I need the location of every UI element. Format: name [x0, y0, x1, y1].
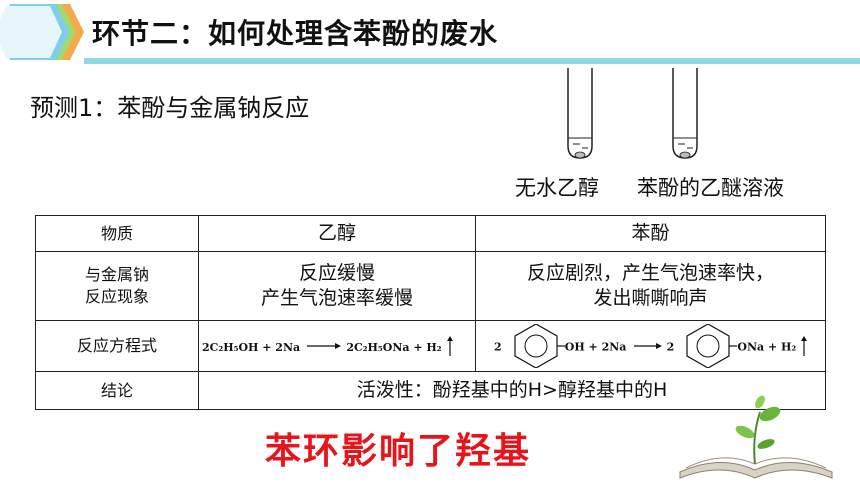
conclusion-text: 活泼性：酚羟基中的H>醇羟基中的H — [198, 371, 826, 410]
coefficient: 2 — [666, 340, 675, 354]
equation-right: 2C₂H₅ONa + H₂ — [346, 340, 442, 354]
title-bar: 环节二：如何处理含苯酚的废水 — [0, 0, 860, 64]
table-header-row: 物质 乙醇 苯酚 — [35, 215, 826, 252]
gas-arrow-icon — [446, 336, 453, 357]
phenol-equation: 2 OH + 2Na 2 ONa + H₂ — [475, 320, 826, 372]
row-label-equation: 反应方程式 — [35, 320, 199, 372]
header-substance: 物质 — [35, 215, 199, 252]
equation-left: 2C₂H₅OH + 2Na — [202, 340, 301, 354]
tube-label-phenol: 苯酚的乙醚溶液 — [637, 176, 784, 200]
ethanol-phenomenon: 反应缓慢 产生气泡速率缓慢 — [198, 251, 476, 321]
page-title: 环节二：如何处理含苯酚的废水 — [92, 17, 499, 50]
label-line: 与金属钠 — [84, 265, 149, 284]
reaction-arrow-icon — [633, 343, 662, 349]
equation-right: ONa + H₂ — [737, 340, 797, 354]
row-label-conclusion: 结论 — [35, 371, 199, 410]
ethanol-equation: 2C₂H₅OH + 2Na 2C₂H₅ONa + H₂ — [198, 320, 476, 372]
coefficient: 2 — [494, 340, 502, 354]
test-tube-ethanol-icon — [567, 68, 593, 159]
reaction-arrow-icon — [307, 343, 342, 350]
gas-arrow-icon — [801, 336, 808, 356]
text-line: 反应剧烈，产生气泡速率快， — [526, 262, 774, 284]
table-row: 与金属钠 反应现象 反应缓慢 产生气泡速率缓慢 反应剧烈，产生气泡速率快， 发出… — [35, 251, 826, 321]
header-ethanol: 乙醇 — [198, 215, 476, 252]
text-line: 产生气泡速率缓慢 — [260, 287, 413, 309]
title-underline — [84, 58, 860, 64]
table-row: 结论 活泼性：酚羟基中的H>醇羟基中的H — [35, 371, 826, 410]
phenol-phenomenon: 反应剧烈，产生气泡速率快， 发出嘶嘶响声 — [475, 251, 826, 321]
footer-conclusion: 苯环影响了羟基 — [265, 431, 532, 472]
header-phenol: 苯酚 — [475, 215, 826, 252]
tube-label-ethanol: 无水乙醇 — [515, 176, 599, 200]
prediction-text: 预测1：苯酚与金属钠反应 — [30, 94, 310, 122]
table-row: 反应方程式 2C₂H₅OH + 2Na 2C₂H₅ONa + H₂ 2 OH +… — [35, 320, 826, 372]
label-line: 反应现象 — [84, 287, 149, 306]
equation-left: OH + 2Na — [564, 340, 627, 354]
test-tube-phenol-icon — [672, 68, 698, 159]
book-plant-icon — [679, 395, 833, 479]
benzene-ring-icon — [514, 323, 565, 369]
text-line: 反应缓慢 — [298, 262, 375, 284]
comparison-table: 物质 乙醇 苯酚 与金属钠 反应现象 反应缓慢 产生气泡速率缓慢 反应剧烈，产生… — [35, 215, 826, 410]
benzene-ring-icon — [686, 323, 738, 369]
row-label-phenomenon: 与金属钠 反应现象 — [35, 251, 199, 321]
hexagon-logo-icon — [0, 4, 84, 60]
text-line: 发出嘶嘶响声 — [593, 287, 708, 309]
